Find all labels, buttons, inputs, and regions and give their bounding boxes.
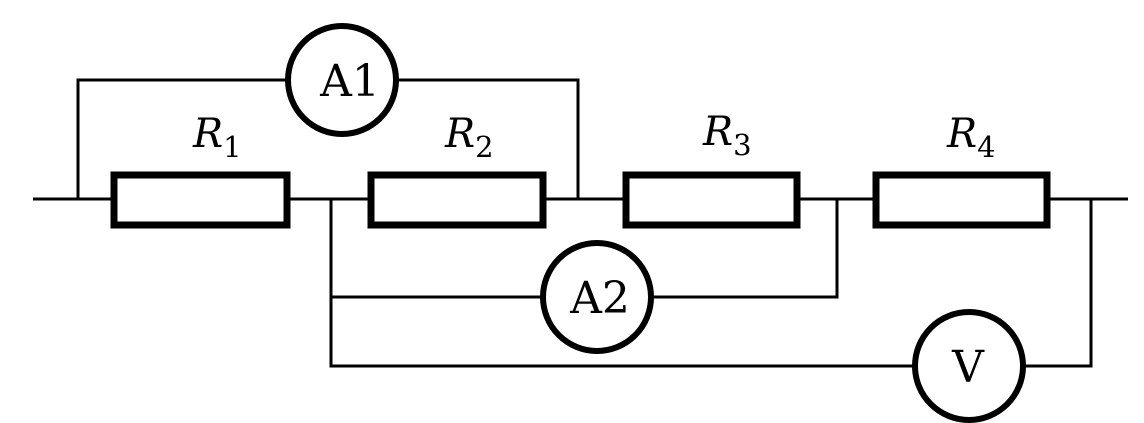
resistor-letter: R (192, 111, 223, 157)
resistor-label-r4: R4 (946, 111, 996, 164)
ammeter-a1: A1 (285, 23, 399, 137)
resistor-subscript: 4 (977, 130, 995, 164)
resistor-subscript: 1 (223, 130, 241, 164)
resistor-r4 (872, 171, 1051, 229)
ammeter-a2: A2 (540, 240, 654, 354)
resistor-r2 (367, 171, 547, 229)
resistor-subscript: 3 (733, 128, 751, 162)
resistor-label-r3: R3 (702, 109, 752, 162)
resistor-r3 (622, 171, 801, 229)
ammeter-a1-label: A1 (319, 56, 380, 107)
voltmeter-v: V (912, 309, 1026, 423)
resistor-letter: R (946, 111, 977, 157)
a1-branch-wires (76, 78, 580, 199)
resistor-r1 (110, 171, 291, 229)
ammeter-a2-label: A2 (569, 273, 630, 324)
resistor-label-r1: R1 (192, 111, 242, 164)
resistor-letter: R (702, 109, 733, 155)
v-branch-wires (329, 199, 1093, 368)
resistor-subscript: 2 (475, 130, 493, 164)
voltmeter-v-label: V (951, 342, 985, 393)
resistor-label-r2: R2 (444, 111, 494, 164)
resistor-letter: R (444, 111, 475, 157)
